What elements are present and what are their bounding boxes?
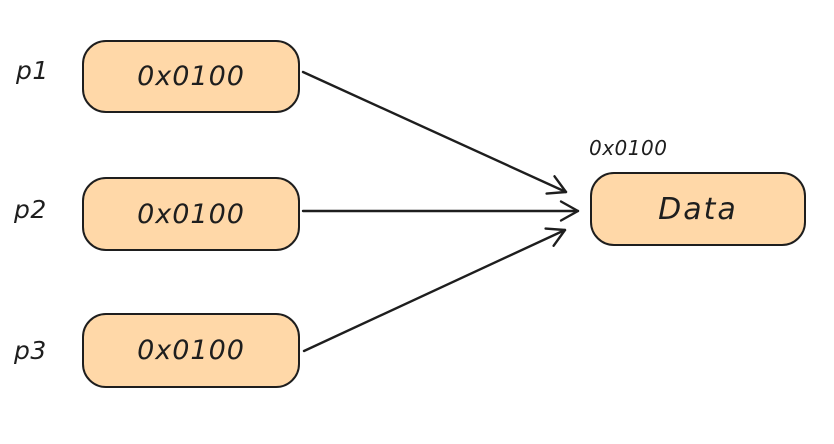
arrow-p1-to-data [301,70,568,195]
pointer-box-p2-value: 0x0100 [137,198,245,230]
arrow-p3-to-data [302,227,567,353]
pointer-label-p1: p1 [16,56,49,85]
pointer-label-p2: p2 [14,195,47,224]
pointer-box-p1-value: 0x0100 [137,61,245,92]
pointer-box-p1: 0x0100 [82,40,300,113]
pointer-box-p3-value: 0x0100 [137,335,245,366]
pointer-box-p2: 0x0100 [82,177,300,251]
data-address-label: 0x0100 [589,136,668,160]
data-box: Data [590,172,806,246]
pointer-label-p3: p3 [14,336,47,365]
data-box-value: Data [658,191,738,227]
pointer-box-p3: 0x0100 [82,313,300,388]
